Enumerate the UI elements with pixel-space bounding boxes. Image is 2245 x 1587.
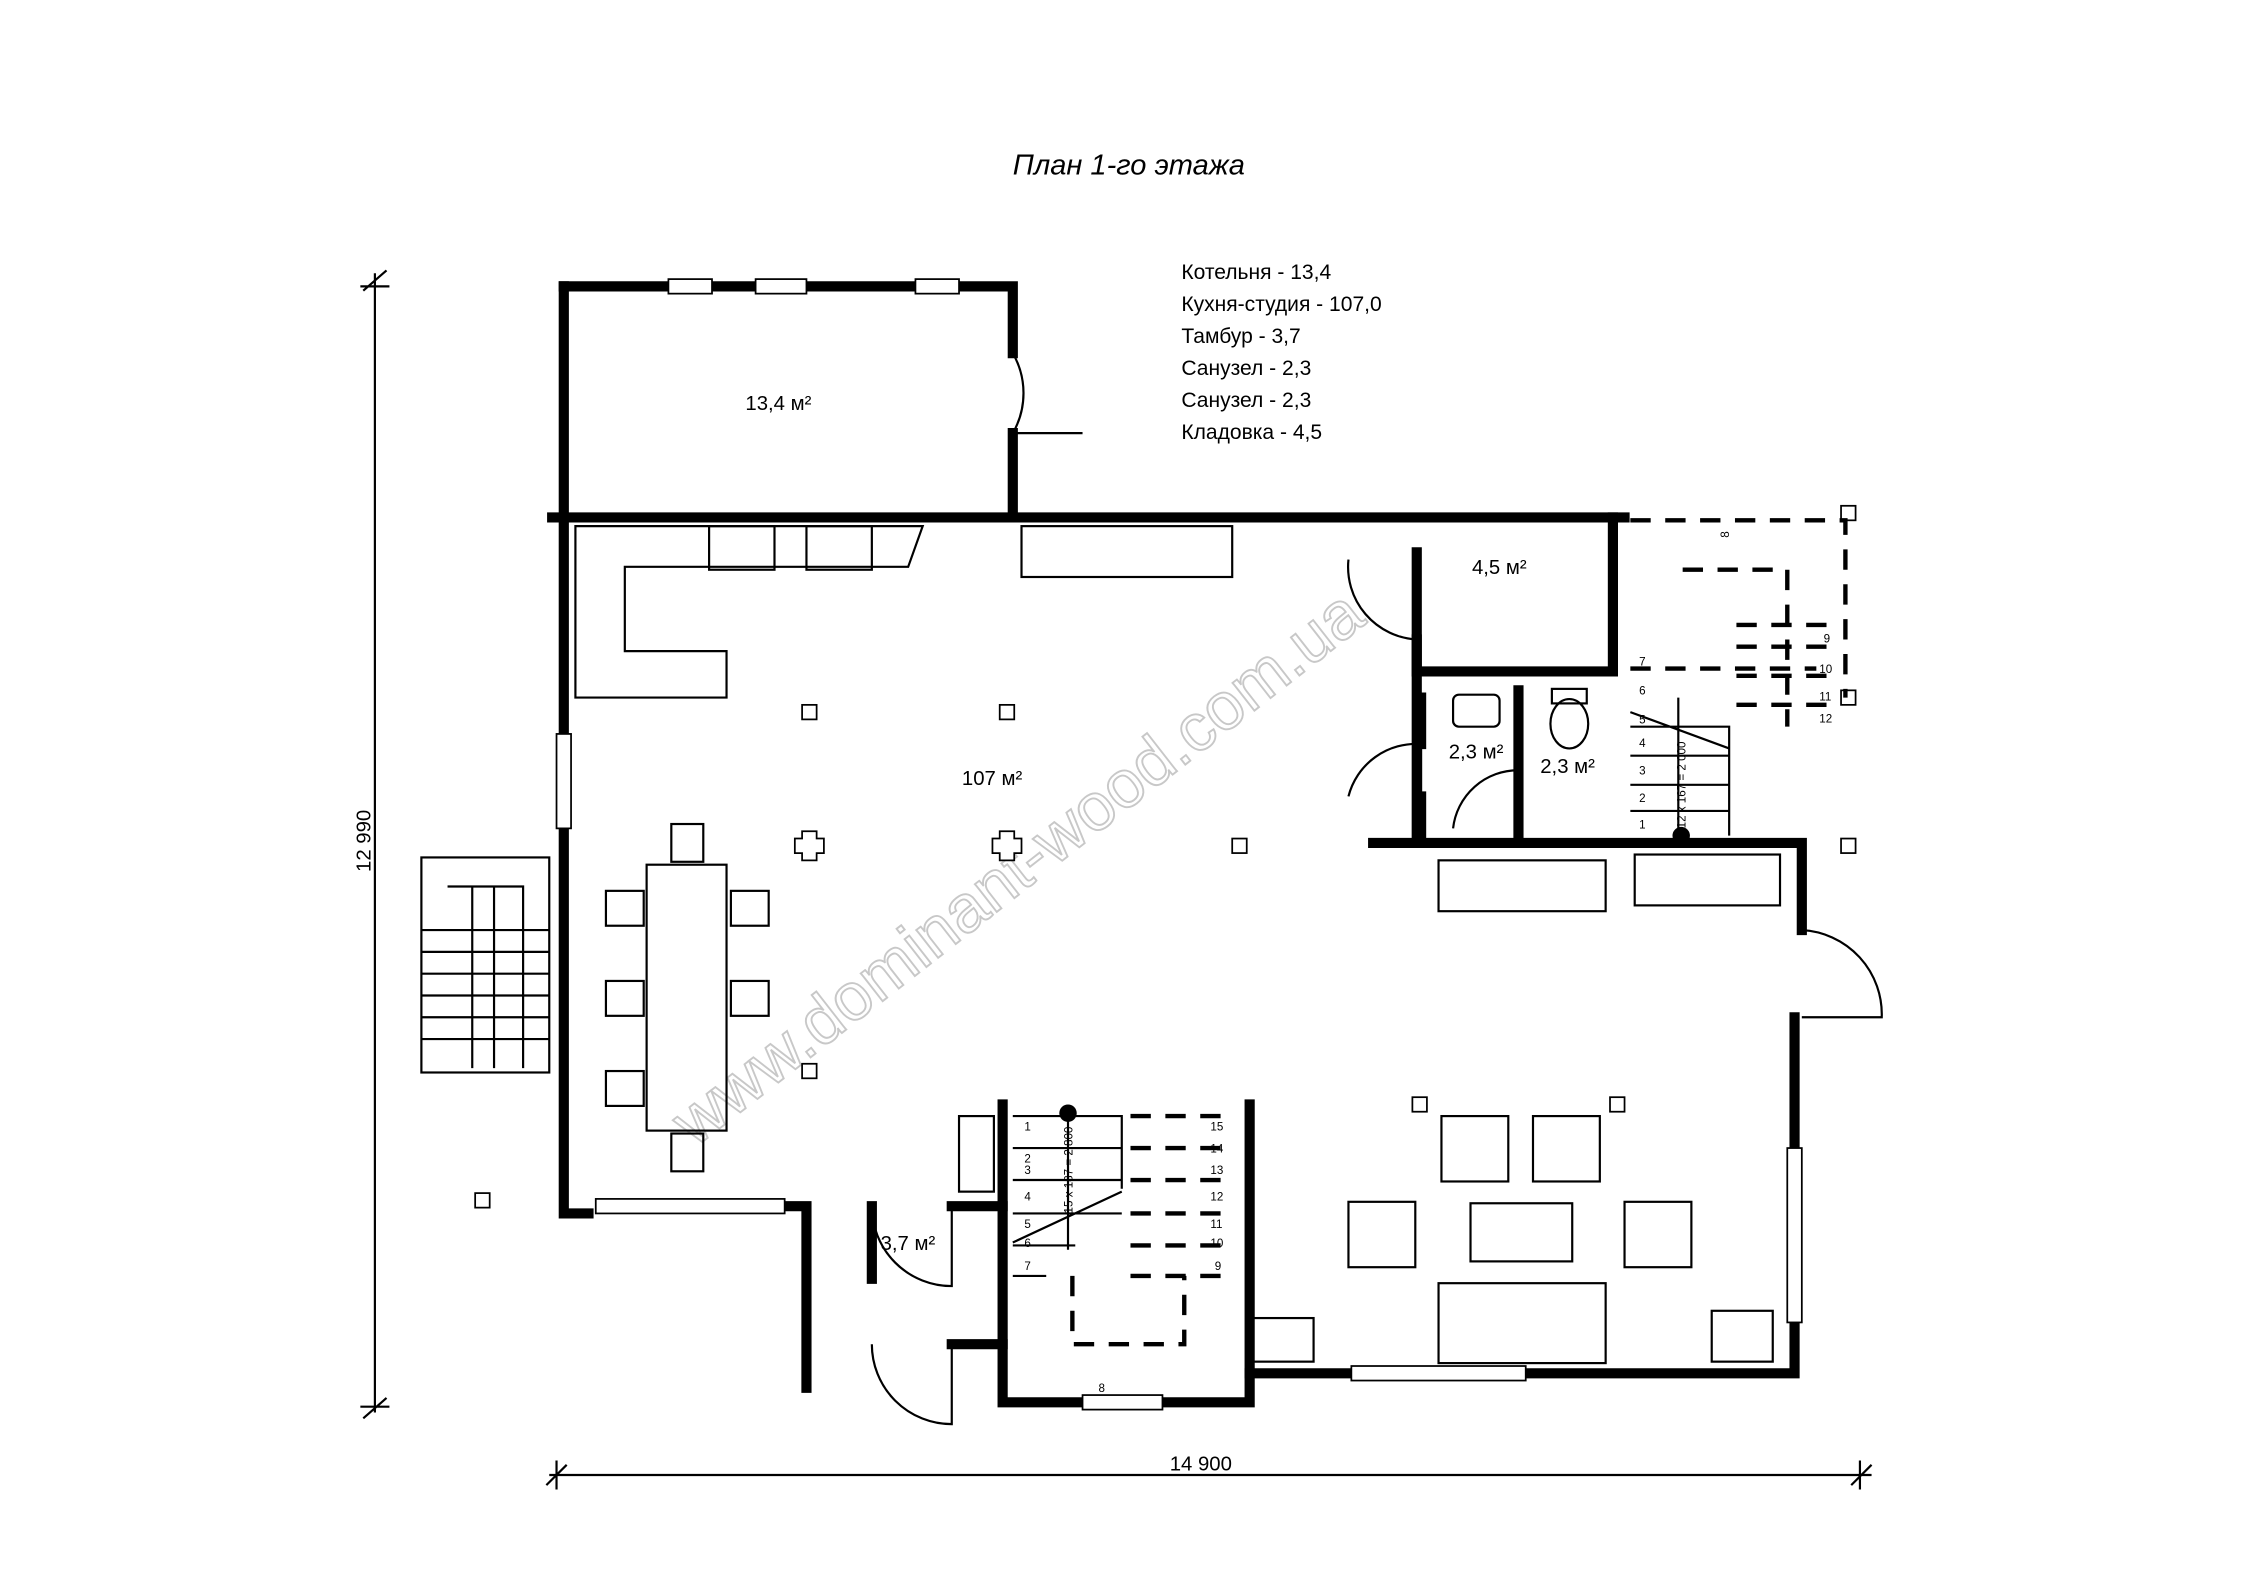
room-bath1-area: 2,3 м² — [1449, 742, 1504, 764]
step-label: 5 — [1024, 1218, 1030, 1231]
legend-item: Тамбур - 3,7 — [1181, 325, 1300, 348]
step-label: 2 — [1024, 1153, 1030, 1166]
watermark: www.dominant-wood.com.ua — [657, 574, 1378, 1160]
columns — [474, 504, 1857, 1209]
dining-set — [604, 822, 770, 1173]
room-boiler-area: 13,4 м² — [745, 393, 811, 415]
plan-title: План 1-го этажа — [1013, 149, 1245, 181]
legend-item: Санузел - 2,3 — [1181, 357, 1311, 380]
legend-item: Кухня-студия - 107,0 — [1181, 293, 1381, 316]
doors — [870, 352, 1883, 1426]
main-stair: 1 2 3 4 5 6 7 15 14 13 12 11 10 9 8 15 x… — [1012, 1104, 1228, 1395]
step-label: 1 — [1639, 818, 1645, 831]
step-label: 7 — [1024, 1260, 1030, 1273]
step-label: 9 — [1824, 632, 1830, 645]
step-label: 6 — [1639, 685, 1645, 698]
stair-formula: 15 x 187 = 2 800 — [1062, 1127, 1075, 1214]
step-label: 12 — [1210, 1190, 1223, 1203]
landing-label: 8 — [1719, 531, 1732, 537]
step-label: 1 — [1024, 1121, 1030, 1134]
landing-label: 8 — [1099, 1382, 1105, 1395]
step-label: 4 — [1639, 737, 1646, 750]
room-kitchen-area: 107 м² — [962, 768, 1023, 790]
legend-item: Санузел - 2,3 — [1181, 389, 1311, 412]
step-label: 9 — [1215, 1260, 1221, 1273]
step-label: 7 — [1639, 656, 1645, 669]
height-dimension: 12 990 — [354, 810, 376, 872]
room-vestibule-area: 3,7 м² — [881, 1233, 936, 1255]
step-label: 3 — [1024, 1164, 1030, 1177]
step-label: 4 — [1024, 1190, 1031, 1203]
step-label: 11 — [1210, 1218, 1222, 1231]
room-bath2-area: 2,3 м² — [1540, 756, 1595, 778]
step-label: 3 — [1639, 765, 1645, 778]
legend-item: Котельня - 13,4 — [1181, 261, 1331, 284]
step-label: 5 — [1639, 714, 1645, 727]
room-labels: 13,4 м² 107 м² 4,5 м² 2,3 м² 2,3 м² 3,7 … — [745, 393, 1595, 1255]
dimension-lines: 12 990 14 900 — [354, 269, 1873, 1490]
step-label: 13 — [1210, 1164, 1223, 1177]
step-label: 10 — [1819, 663, 1832, 676]
upper-stair: 1 2 3 4 5 6 7 9 10 11 12 8 12 x 167 = 2 … — [1629, 518, 1848, 845]
step-label: 6 — [1024, 1237, 1030, 1250]
step-label: 15 — [1210, 1121, 1223, 1134]
room-storage-area: 4,5 м² — [1472, 557, 1527, 579]
porch-stair — [420, 856, 551, 1074]
step-label: 10 — [1210, 1237, 1223, 1250]
step-label: 12 — [1819, 712, 1832, 725]
windows — [555, 278, 1803, 1411]
legend-item: Кладовка - 4,5 — [1181, 421, 1322, 444]
width-dimension: 14 900 — [1170, 1454, 1232, 1476]
walls — [547, 281, 1807, 1408]
area-legend: Котельня - 13,4 Кухня-студия - 107,0 Там… — [1181, 261, 1381, 444]
step-label: 2 — [1639, 792, 1645, 805]
step-label: 14 — [1210, 1142, 1223, 1155]
step-label: 11 — [1819, 691, 1831, 704]
kitchen-counter — [574, 525, 1234, 699]
living-furniture — [957, 853, 1782, 1365]
bath-fixtures — [1451, 687, 1590, 750]
stair-formula: 12 x 167 = 2 000 — [1676, 742, 1689, 829]
